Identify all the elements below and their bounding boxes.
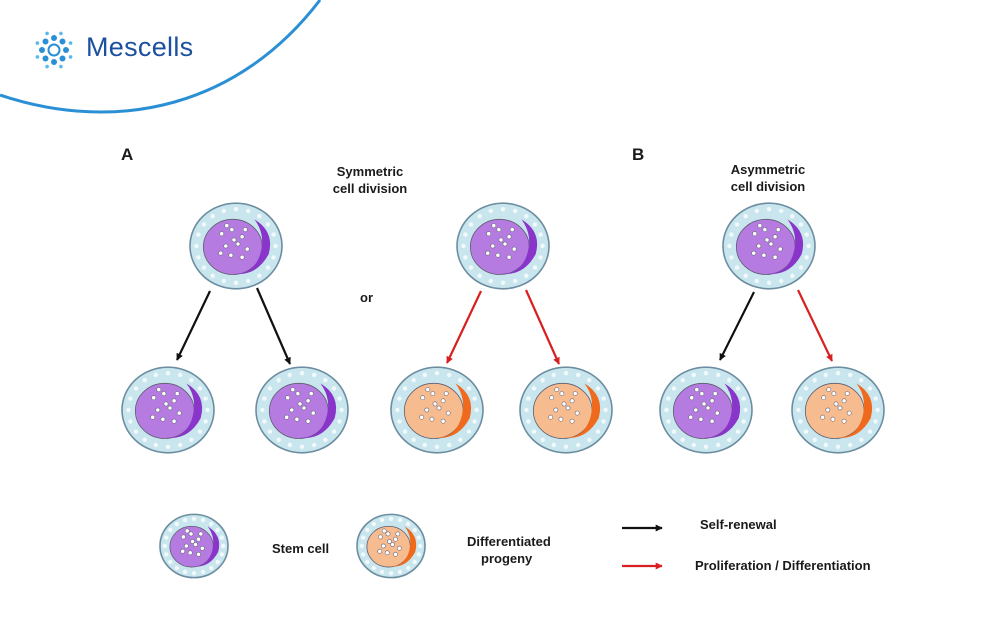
cell-b-parent-stem — [722, 202, 816, 290]
legend-self-renewal-label: Self-renewal — [700, 517, 777, 532]
panel-a-title: Symmetric cell division — [300, 163, 440, 197]
or-label: or — [360, 290, 373, 305]
mescells-logo-icon — [35, 31, 73, 69]
legend-differentiated-line2: progeny — [481, 551, 533, 566]
brand-name: Mescells — [86, 32, 194, 62]
panel-a-title-line2: cell division — [332, 181, 408, 196]
cell-a-daughter-stem-1 — [121, 366, 215, 454]
arrow-a-diff-left — [446, 290, 482, 364]
arrow-a-self-renewal-right — [255, 287, 292, 365]
legend-stem-cell-label: Stem cell — [272, 541, 330, 556]
arrow-a-self-renewal-left — [176, 290, 211, 361]
panel-b-title: Asymmetric cell division — [698, 161, 838, 195]
header-swoosh — [0, 0, 322, 114]
arrows-layer — [176, 287, 833, 570]
legend-differentiated-line1: Differentiated — [467, 534, 551, 549]
legend-proliferation-label: Proliferation / Differentiation — [695, 558, 871, 573]
panel-a-letter: A — [121, 145, 134, 164]
legend-stem-cell-icon — [159, 513, 229, 579]
arrow-b-diff — [797, 289, 833, 362]
arrow-a-diff-right — [524, 289, 561, 365]
panel-b-title-line1: Asymmetric — [730, 162, 806, 177]
cell-b-daughter-diff — [791, 366, 885, 454]
panel-a-title-line1: Symmetric — [336, 164, 404, 179]
cells-layer — [121, 202, 885, 579]
cell-a-daughter-diff-1 — [390, 366, 484, 454]
arrow-b-self-renewal — [719, 291, 755, 361]
cell-a-parent-stem — [189, 202, 283, 290]
panel-b-title-line2: cell division — [730, 179, 806, 194]
panel-b-letter: B — [632, 145, 645, 164]
legend-differentiated-label: Differentiated progeny — [467, 533, 551, 567]
legend-diff-cell-icon — [356, 513, 426, 579]
cell-a-daughter-stem-2 — [255, 366, 349, 454]
cell-a-daughter-diff-2 — [519, 366, 613, 454]
cell-b-daughter-stem — [659, 366, 753, 454]
cell-a-parent-stem-alt — [456, 202, 550, 290]
